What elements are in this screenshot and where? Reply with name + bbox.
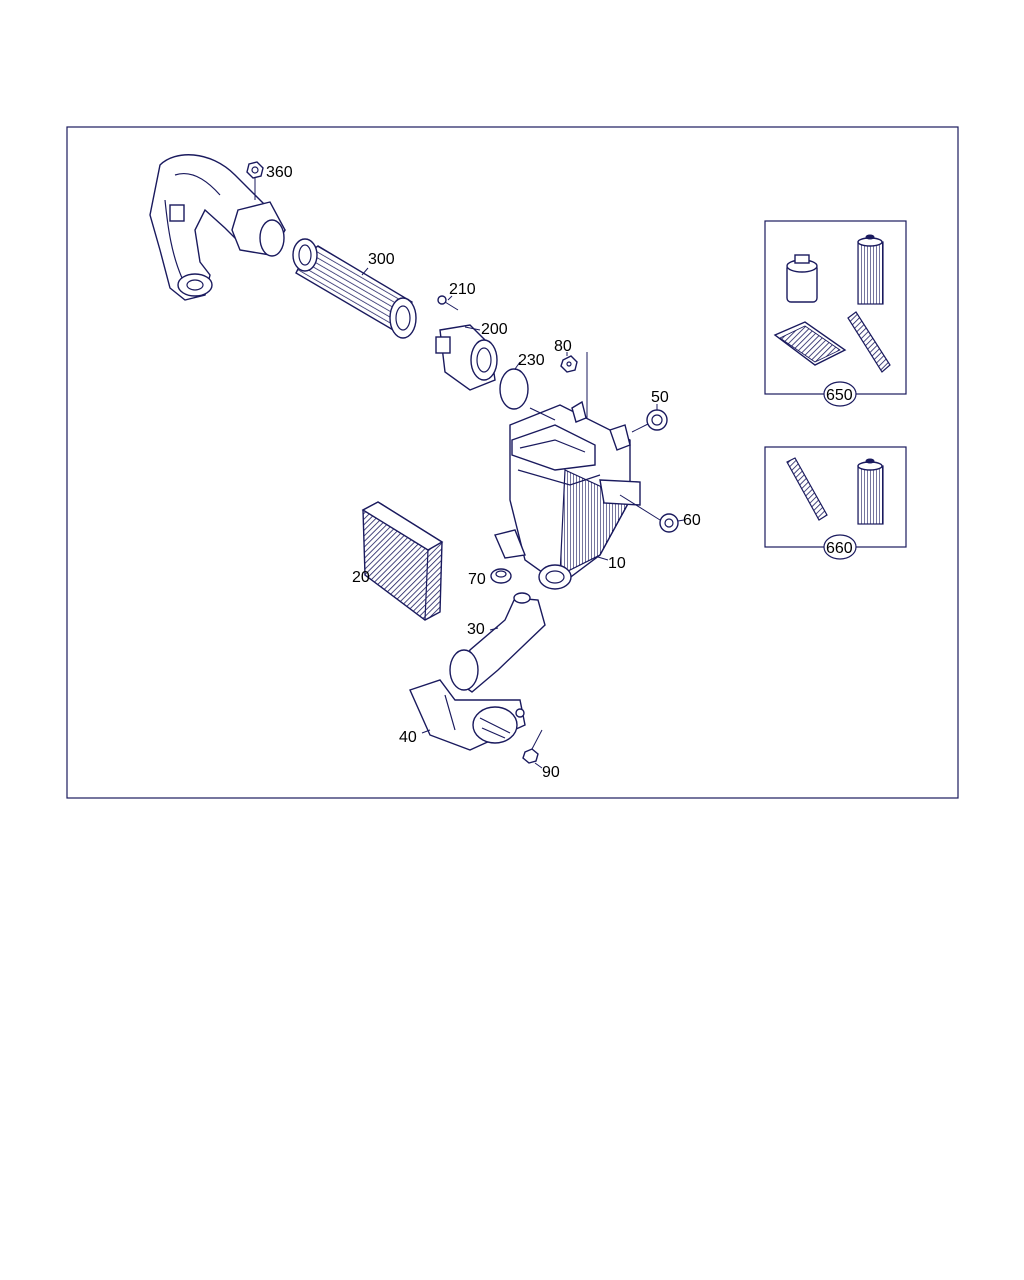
callout-30: 30 [467, 621, 485, 638]
kit-660[interactable]: 660 [764, 446, 907, 560]
part-80-screw[interactable] [560, 355, 578, 373]
callout-200: 200 [481, 321, 508, 338]
part-30-inlet-pipe[interactable] [449, 592, 546, 693]
part-70-grommet[interactable] [490, 568, 512, 584]
kit-660-oil-filter [857, 458, 884, 525]
callout-210: 210 [449, 281, 476, 298]
callout-660: 660 [826, 540, 853, 557]
part-360-intake-duct[interactable] [149, 154, 286, 301]
part-230-sealing-ring[interactable] [499, 368, 529, 410]
part-90-screw[interactable] [522, 729, 543, 764]
kit-650-fuel-filter [786, 254, 818, 303]
callout-10: 10 [608, 555, 626, 572]
part-210-screw[interactable] [437, 295, 459, 311]
callout-90: 90 [542, 764, 560, 781]
part-50-grommet[interactable] [646, 409, 668, 431]
callout-40: 40 [399, 729, 417, 746]
callout-80: 80 [554, 338, 572, 355]
part-10-filter-housing[interactable] [494, 400, 641, 590]
kit-660-air-filter [786, 457, 828, 521]
callout-650: 650 [826, 387, 853, 404]
part-360-nut[interactable] [246, 161, 264, 179]
part-200-air-mass-sensor[interactable] [435, 324, 498, 391]
part-300-corrugated-hose[interactable] [292, 238, 417, 339]
part-40-intake-scoop[interactable] [409, 679, 526, 751]
kit-660-badge [823, 534, 857, 560]
kit-660-frame [764, 446, 907, 548]
kit-650-badge [823, 381, 857, 407]
callout-60: 60 [683, 512, 701, 529]
callout-300: 300 [368, 251, 395, 268]
diagram-frame [66, 126, 959, 799]
kit-650-oil-filter [857, 234, 884, 305]
callout-230: 230 [518, 352, 545, 369]
kit-650-air-filter [847, 311, 891, 373]
callout-20: 20 [352, 569, 370, 586]
callout-50: 50 [651, 389, 669, 406]
callout-70: 70 [468, 571, 486, 588]
part-60-grommet[interactable] [659, 513, 679, 533]
part-20-filter-element[interactable] [361, 501, 444, 621]
kit-650-cabin-filter [773, 321, 847, 366]
callout-360: 360 [266, 164, 293, 181]
kit-650[interactable]: 650 [764, 220, 907, 407]
